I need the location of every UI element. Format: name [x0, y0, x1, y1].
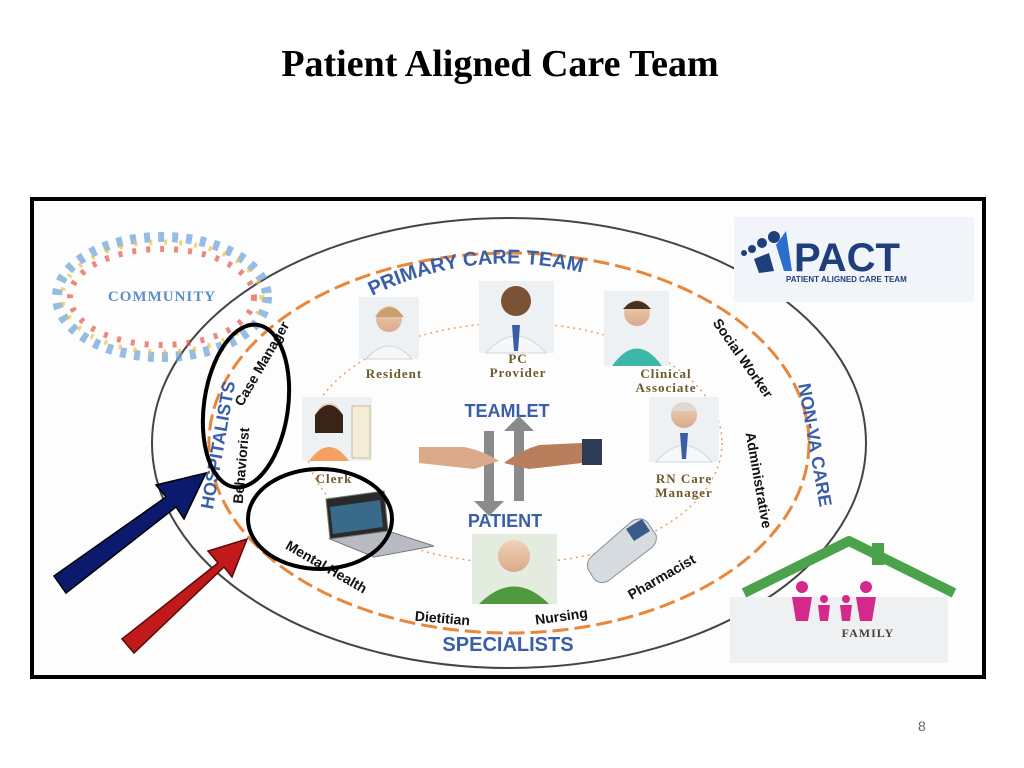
clerk-highlight-oval: [246, 467, 394, 571]
resident-photo: [359, 297, 419, 360]
laptop-icon: [325, 490, 435, 558]
rn-care-manager-label-line1: RN Care: [656, 471, 712, 486]
administrative-label: Administrative: [743, 431, 776, 530]
case-manager-highlight-oval: [200, 322, 292, 490]
specialists-label: SPECIALISTS: [442, 634, 573, 656]
clinical-associate-label-line2: Associate: [636, 380, 697, 395]
family-label: FAMILY: [842, 626, 895, 640]
pc-provider-label-line1: PC: [508, 351, 527, 366]
clerk-label: Clerk: [316, 471, 353, 486]
pc-provider-photo: [479, 281, 554, 354]
nursing-label: Nursing: [534, 604, 589, 627]
patient-label: PATIENT: [468, 511, 542, 531]
pact-logo: PACT PATIENT ALIGNED CARE TEAM: [734, 217, 974, 302]
pact-diagram: COMMUNITY PACT PATIENT ALIGNED CARE TEAM…: [52, 217, 974, 669]
dietitian-label: Dietitian: [414, 608, 470, 629]
pc-provider-label-line2: Provider: [490, 365, 547, 380]
pact-diagram-frame: COMMUNITY PACT PATIENT ALIGNED CARE TEAM…: [30, 197, 986, 679]
rn-care-manager-label-line2: Manager: [655, 485, 713, 500]
dashed-care-ring: [207, 251, 811, 635]
red-pointer-arrow: [120, 537, 249, 655]
clinical-associate-photo: [604, 291, 669, 366]
rn-care-manager-photo: [649, 397, 719, 463]
social-worker-label: Social Worker: [710, 315, 777, 401]
pact-brand: PACT: [794, 236, 900, 280]
family-graphic: FAMILY: [730, 536, 957, 663]
family-people-icon: [792, 581, 876, 621]
community-label: COMMUNITY: [108, 289, 216, 305]
clerk-photo: [302, 397, 372, 461]
teamlet-label: TEAMLET: [465, 401, 550, 421]
patient-photo: [472, 534, 557, 604]
community-graphic: COMMUNITY: [52, 232, 272, 362]
handshake-icon: [419, 439, 602, 469]
resident-label: Resident: [366, 366, 422, 381]
clinical-associate-label-line1: Clinical: [640, 366, 691, 381]
pact-tagline: PATIENT ALIGNED CARE TEAM: [786, 275, 907, 284]
slide-title: Patient Aligned Care Team: [281, 43, 719, 85]
blue-pointer-arrow: [52, 471, 208, 595]
behaviorist-label: Behaviorist: [230, 427, 253, 505]
outer-ring: [151, 217, 867, 669]
people-icon: [741, 231, 792, 273]
phone-icon: [587, 518, 657, 584]
page-number: 8: [918, 718, 926, 734]
